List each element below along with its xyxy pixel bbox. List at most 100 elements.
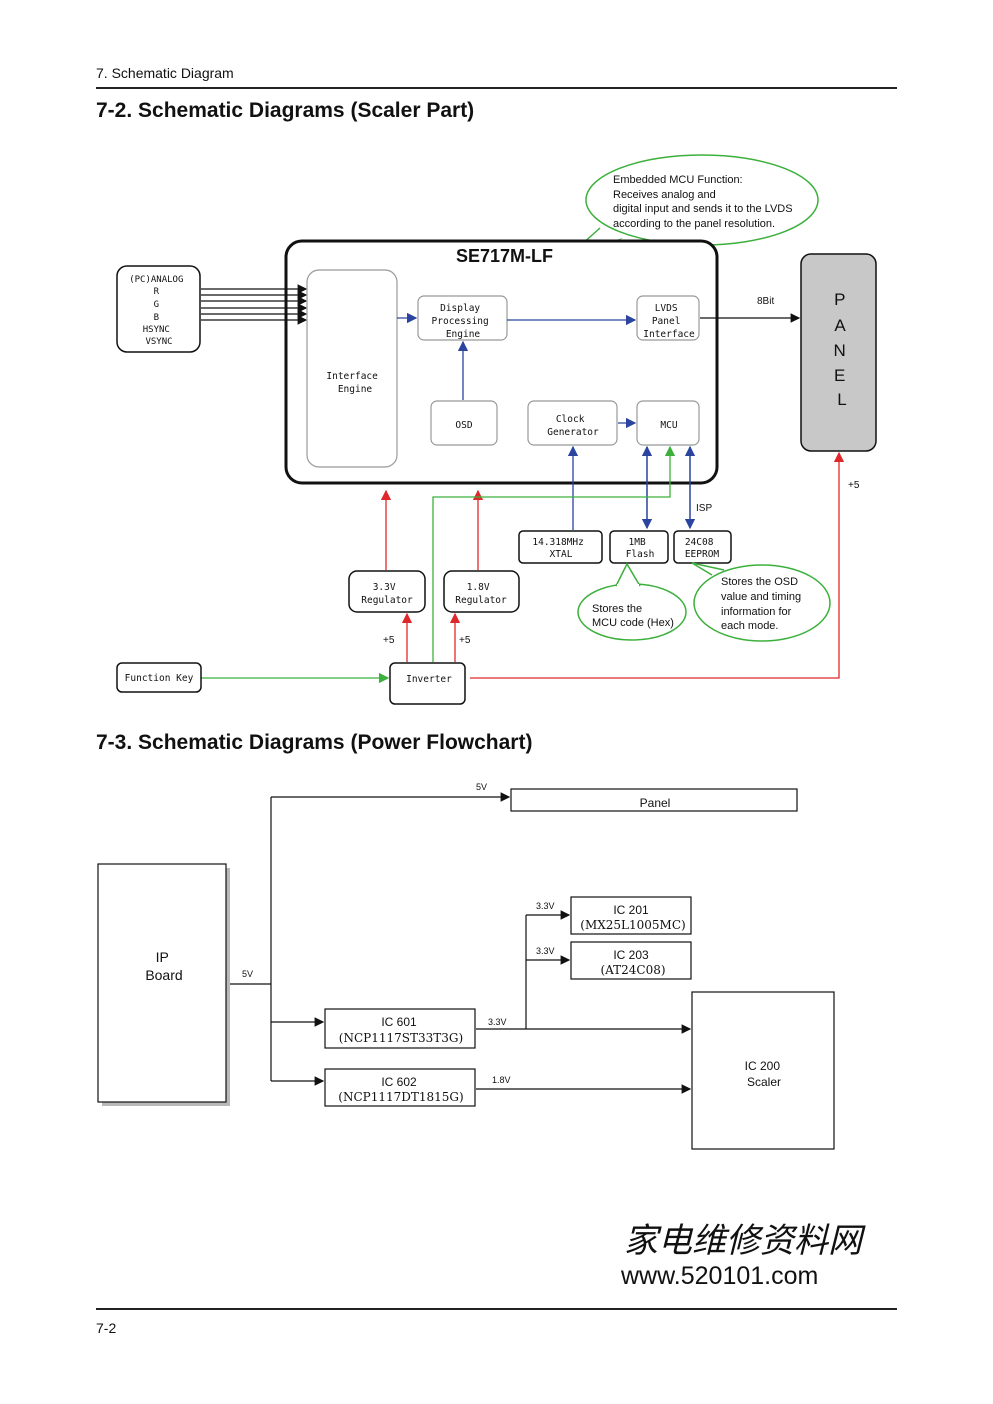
function-key-label: Function Key xyxy=(125,673,194,684)
display-engine-label: Engine xyxy=(446,329,481,340)
power-lines xyxy=(228,792,692,1094)
input-label: R xyxy=(154,287,160,297)
regulator-1v8-label: 1.8V xyxy=(467,582,490,593)
svg-text:24C08 EEPROM: 24C08 EEPROM xyxy=(685,537,720,560)
input-label: VSYNC xyxy=(145,337,172,347)
panel-letter: E xyxy=(834,366,845,385)
ic203-block xyxy=(570,941,692,980)
regulator-1v8-label: Regulator xyxy=(455,595,507,606)
svg-text:1.8V Regulator: 1.8V Regulator xyxy=(455,582,507,606)
function-key-block xyxy=(116,662,202,693)
regulator-3v3-label: Regulator xyxy=(361,595,413,606)
callout-eeprom-line: Stores the OSD xyxy=(721,576,798,588)
svg-text:Stores the MCU code (Hex: Stores the MCU code (Hex) xyxy=(592,603,674,629)
regulator-3v3 xyxy=(348,570,426,613)
section-label: 7. Schematic Diagram xyxy=(96,65,234,81)
callout-mcu: Embedded MCU Function: Receives analog a… xyxy=(571,154,819,254)
v33-label-c: 3.3V xyxy=(488,1017,507,1027)
flash-label: Flash xyxy=(626,549,655,560)
input-arrows xyxy=(201,284,308,325)
xtal-label: 14.318MHz xyxy=(532,537,583,548)
svg-text:IC 203 (AT24C08): IC 203 (AT24C08) xyxy=(600,946,665,977)
callout-eeprom: Stores the OSD value and timing informat… xyxy=(691,562,831,642)
power-title: 7-3. Schematic Diagrams (Power Flowchart… xyxy=(96,731,532,754)
svg-text:14.318MHz XTAL: 14.318MHz XTAL xyxy=(532,537,589,560)
v5-top-label: 5V xyxy=(476,782,487,792)
eeprom-label: EEPROM xyxy=(685,549,720,560)
ic203-label: IC 203 xyxy=(613,948,649,962)
osd-block xyxy=(430,400,498,446)
supply-label-a: +5 xyxy=(383,635,395,646)
clock-generator xyxy=(527,400,618,446)
lvds-interface xyxy=(636,295,700,341)
scaler-title: 7-2. Schematic Diagrams (Scaler Part) xyxy=(96,99,474,122)
callout-mcu-line: Embedded MCU Function: xyxy=(613,174,743,186)
panel-letter: P xyxy=(834,290,845,309)
lvds-label: LVDS xyxy=(655,303,678,314)
ip-board-label: Board xyxy=(145,967,182,983)
ip-board xyxy=(97,863,227,1103)
ip-board-label: IP xyxy=(156,949,169,965)
callout-eeprom-line: each mode. xyxy=(721,620,778,632)
interface-engine-label: Interface xyxy=(326,371,378,382)
callout-flash-line: MCU code (Hex) xyxy=(592,617,674,629)
panel-letter: N xyxy=(833,341,845,360)
input-label: HSYNC xyxy=(143,325,170,335)
input-label: (PC)ANALOG xyxy=(129,275,183,285)
ic201-block xyxy=(570,896,692,935)
mcu-block xyxy=(636,400,700,446)
svg-text:Interface Engine: Interface Engine xyxy=(326,371,383,395)
svg-text:IC 601 (NCP1117ST33T3G): IC 601 (NCP1117ST33T3G) xyxy=(339,1013,463,1045)
ic200-label: Scaler xyxy=(747,1075,781,1089)
callout-mcu-line: Receives analog and xyxy=(613,189,716,201)
ic601-part: (NCP1117ST33T3G) xyxy=(339,1031,463,1045)
xtal-block xyxy=(518,530,603,564)
osd-label: OSD xyxy=(455,420,472,431)
inverter-block xyxy=(389,662,466,705)
regulator-3v3-label: 3.3V xyxy=(373,582,396,593)
eeprom-label: 24C08 xyxy=(685,537,714,548)
inverter-label: Inverter xyxy=(406,674,452,685)
callout-eeprom-line: information for xyxy=(721,606,792,618)
svg-text:IC 201 (MX25L1005MC): IC 201 (MX25L1005MC) xyxy=(580,901,685,932)
v18-label: 1.8V xyxy=(492,1075,511,1085)
callout-eeprom-line: value and timing xyxy=(721,591,801,603)
svg-text:Clock Generator: Clock Generator xyxy=(547,414,599,438)
v5-left-label: 5V xyxy=(242,969,253,979)
watermark-cn: 家电维修资料网 xyxy=(624,1221,866,1261)
ic602-block xyxy=(324,1068,476,1107)
ic201-part: (MX25L1005MC) xyxy=(580,918,685,932)
svg-text:IC 200 Scaler: IC 200 Scaler xyxy=(745,1059,784,1089)
supply-label-b: +5 xyxy=(459,635,471,646)
bit-label: 8Bit xyxy=(757,296,774,307)
power-arrows xyxy=(380,451,845,679)
power-panel xyxy=(510,788,798,812)
control-arrows xyxy=(201,445,676,684)
display-engine-label: Processing xyxy=(432,316,489,327)
ic200-block xyxy=(691,991,835,1150)
ic601-label: IC 601 xyxy=(381,1015,417,1029)
clock-label: Generator xyxy=(547,427,599,438)
panel-letter: L xyxy=(837,390,846,409)
input-block xyxy=(116,265,201,353)
v33-label-a: 3.3V xyxy=(536,901,555,911)
ic601-block xyxy=(324,1008,476,1049)
page-number: 7-2 xyxy=(96,1320,116,1336)
input-label: G xyxy=(154,300,159,310)
callout-flash: Stores the MCU code (Hex) xyxy=(577,562,687,641)
svg-text:IP Board: IP Board xyxy=(145,949,182,983)
eeprom-block xyxy=(673,530,732,564)
clock-label: Clock xyxy=(556,414,585,425)
svg-text:LVDS Panel Interface: LVDS Panel Interface xyxy=(643,303,695,340)
power-panel-label: Panel xyxy=(640,796,671,810)
input-label: B xyxy=(154,313,159,323)
callout-mcu-line: according to the panel resolution. xyxy=(613,218,775,230)
flash-block xyxy=(609,530,669,564)
flash-label: 1MB xyxy=(629,537,646,548)
ic602-label: IC 602 xyxy=(381,1075,417,1089)
svg-text:Embedded MCU Function: R: Embedded MCU Function: Receives analog a… xyxy=(613,174,796,230)
callout-mcu-line: digital input and sends it to the LVDS xyxy=(613,203,793,215)
svg-text:P A N E L: P A N E L xyxy=(833,290,850,409)
